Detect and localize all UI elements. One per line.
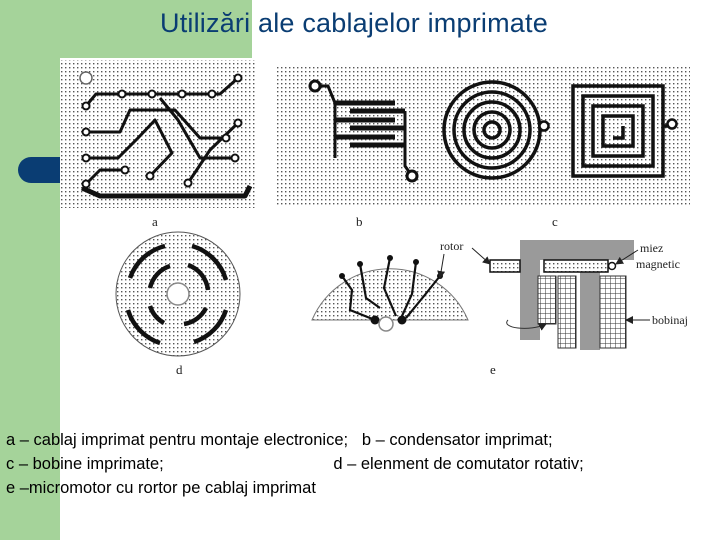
printed-circuit-figure: a xyxy=(60,60,690,377)
label-bobinaj: bobinaj xyxy=(652,313,688,327)
label-magnetic: magnetic xyxy=(636,257,680,271)
panel-d-commutator: d xyxy=(115,231,241,377)
caption-line-1: a – cablaj imprimat pentru montaje elect… xyxy=(6,431,553,449)
slide-title: Utilizări ale cablajelor imprimate xyxy=(160,8,548,38)
label-e: e xyxy=(490,362,496,377)
label-b: b xyxy=(356,214,363,229)
green-title-band xyxy=(0,0,252,58)
label-miez: miez xyxy=(640,241,663,255)
label-d: d xyxy=(176,362,183,377)
figure-caption: a – cablaj imprimat pentru montaje elect… xyxy=(6,428,696,500)
label-rotor: rotor xyxy=(440,239,463,253)
label-c: c xyxy=(552,214,558,229)
caption-line-2: c – bobine imprimate; d – elenment de co… xyxy=(6,455,584,473)
blue-tab-accent xyxy=(18,157,62,183)
panel-a-pcb: a xyxy=(60,60,255,229)
panel-e-micromotor: rotor miez magnetic bobinaj e xyxy=(311,239,688,377)
panel-c-spiral-coil xyxy=(442,80,550,180)
caption-line-3: e –micromotor cu rortor pe cablaj imprim… xyxy=(6,479,316,497)
green-side-band xyxy=(0,0,60,540)
label-a: a xyxy=(152,214,158,229)
panel-c-square-coil xyxy=(571,84,678,178)
panel-b-capacitor xyxy=(308,79,419,183)
panel-bc-strip: b c xyxy=(275,66,690,229)
